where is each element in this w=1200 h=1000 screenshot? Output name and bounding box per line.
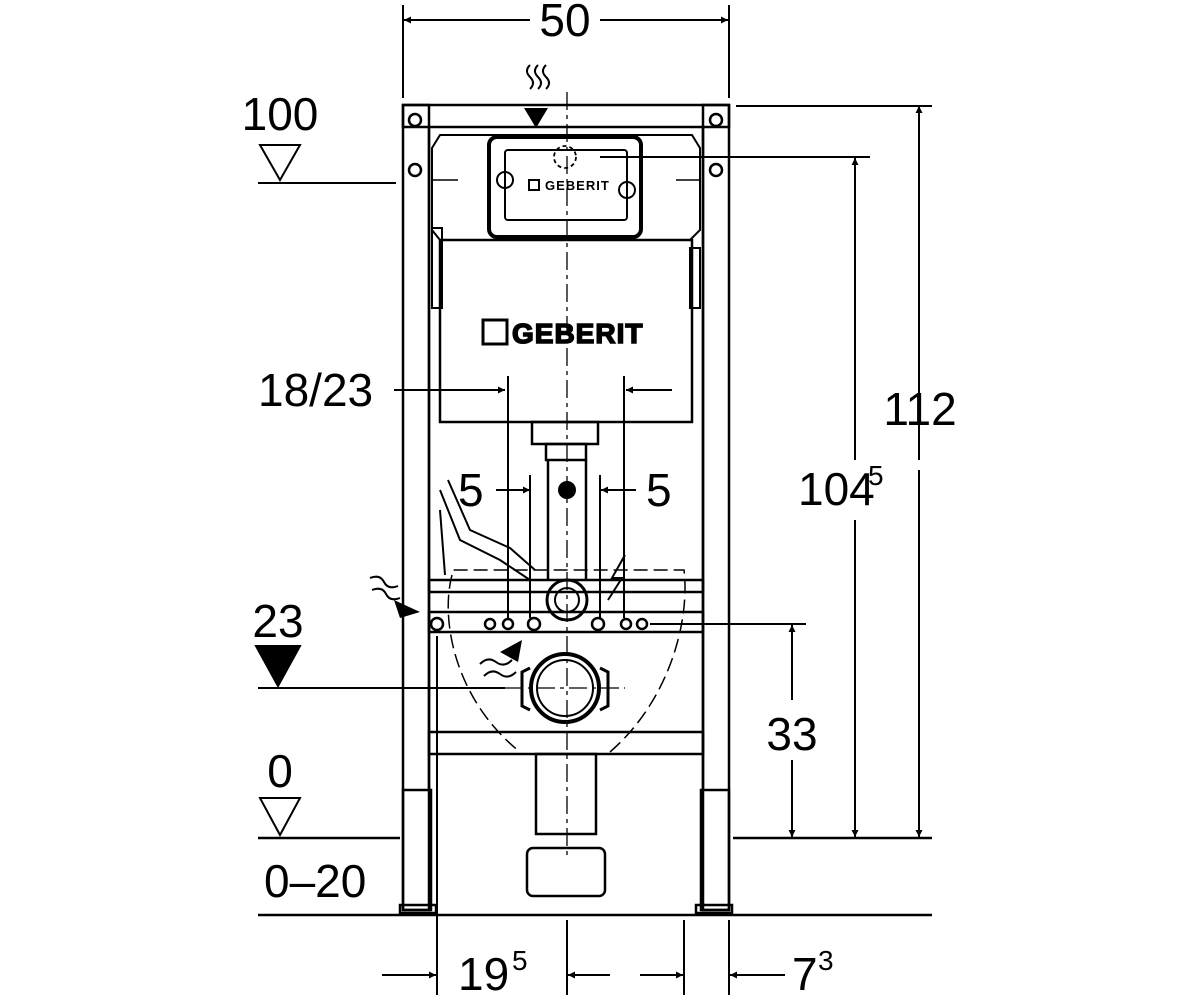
plate-logo-mark (528, 179, 540, 191)
dim-height-drain: 33 (766, 708, 817, 760)
flow-arrows (369, 64, 626, 678)
dim-floor-range: 0–20 (264, 855, 366, 907)
dim-depth-right: 7 (792, 948, 818, 1000)
level-0-triangle (258, 797, 302, 838)
level-23-triangle (254, 645, 302, 689)
dim-height-actuator-sup: 5 (868, 460, 884, 491)
dim-height-actuator: 104 (798, 463, 875, 515)
supply-hose (439, 479, 536, 581)
cistern-logo-mark (481, 318, 509, 346)
water-inlet-arrow (524, 108, 548, 128)
dim-level-23: 23 (252, 595, 303, 647)
dim-depth-right-sup: 3 (818, 945, 834, 976)
water-supply-arrow (394, 600, 420, 618)
level-100-triangle (258, 144, 302, 183)
dim-width-total: 50 (539, 0, 590, 46)
dim-level-100: 100 (242, 88, 319, 140)
level-markers (254, 144, 302, 838)
dim-offset-right: 5 (646, 464, 672, 516)
dim-height-total: 112 (883, 383, 956, 435)
dim-depth-left: 19 (458, 948, 509, 1000)
dimension-lines (258, 5, 932, 995)
dim-level-0: 0 (267, 745, 293, 797)
centre-lines (505, 92, 625, 860)
dim-spacing-18-23: 18/23 (258, 364, 373, 416)
dim-offset-left: 5 (458, 464, 484, 516)
dim-depth-left-sup: 5 (512, 945, 528, 976)
cistern-logo-text: GEBERIT (512, 318, 643, 349)
waste-arrow (500, 640, 522, 662)
actuator-plate (487, 135, 643, 239)
plate-logo-text: GEBERIT (545, 178, 610, 193)
dimension-labels: 50 100 112 104 5 18/23 5 5 23 33 0 0–20 … (242, 0, 957, 1000)
cistern (431, 134, 701, 580)
frame (398, 103, 734, 915)
frame-bolts (407, 112, 724, 632)
flush-axis-dot (558, 481, 576, 499)
